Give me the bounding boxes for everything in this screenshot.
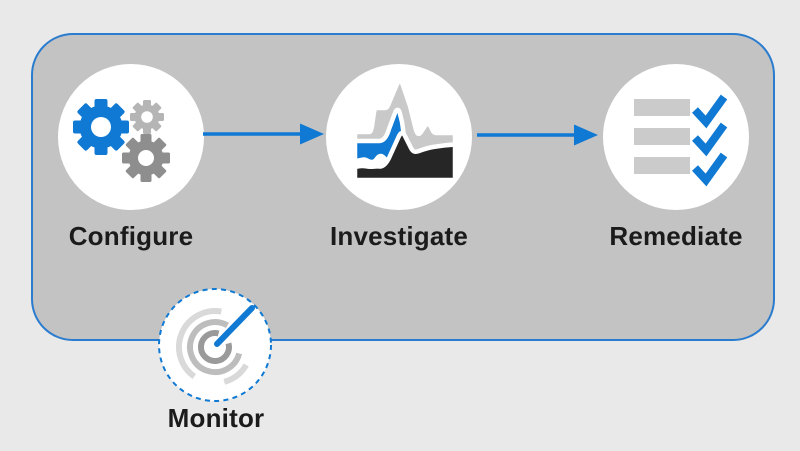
radar-gauge-icon	[176, 305, 255, 385]
gears-icon	[73, 99, 170, 182]
monitor-circle	[158, 288, 272, 402]
area-chart-icon	[352, 79, 458, 183]
checklist-icon	[634, 94, 728, 187]
step-circle-configure	[58, 64, 204, 210]
step-circle-remediate	[603, 64, 749, 210]
arrow-configure-to-investigate	[203, 123, 324, 145]
step-circle-investigate	[326, 64, 472, 210]
arrow-investigate-to-remediate	[477, 124, 598, 146]
step-label-remediate: Remediate	[609, 221, 743, 251]
step-label-investigate: Investigate	[329, 221, 469, 251]
gauge-needle	[214, 305, 255, 347]
step-label-configure: Configure	[68, 221, 194, 251]
step-label-monitor: Monitor	[167, 403, 265, 433]
